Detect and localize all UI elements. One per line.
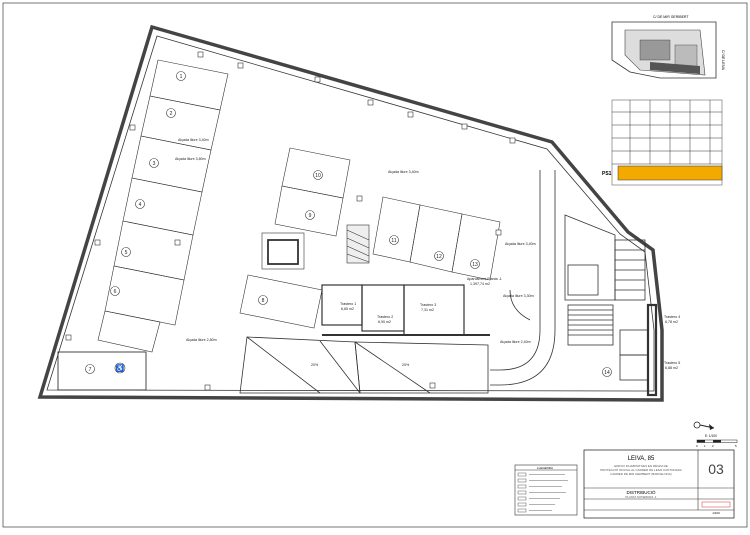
key-plan: C/ DE MIR GERIBERT C/ DE LEIVA — [611, 15, 725, 79]
parking-area-label: Aparcament Planta -1 — [467, 277, 502, 281]
storage-3-area: 7,31 m2 — [421, 308, 434, 312]
legend-heading: LLEGENDA — [537, 466, 553, 470]
storage-2-label: Trastero 2 — [377, 315, 393, 319]
drawing-subtitle: PLANTA SOTERRANI -1 — [626, 495, 657, 499]
basement-level-highlight — [617, 165, 723, 181]
building-section: PS1 — [602, 99, 723, 186]
sheet-number: 03 — [708, 461, 724, 477]
zone-7-height: Alçada lliure 2,40m — [500, 340, 531, 344]
zone-5-height: Alçada lliure 3,30m — [503, 294, 534, 298]
parking-circle-2: 2 — [166, 108, 176, 118]
parking-numbers: 1 2 3 4 5 6 7 8 9 10 11 12 13 14 — [85, 71, 612, 377]
parking-circle-8: 8 — [258, 295, 268, 305]
parking-circle-10: 10 — [313, 170, 323, 180]
zone-1-height: Alçada lliure 3,40m — [178, 138, 209, 142]
zone-3-height: Alçada lliure 3,40m — [388, 170, 419, 174]
parking-circle-13: 13 — [470, 259, 480, 269]
svg-text:7: 7 — [89, 367, 92, 373]
storage-1-area: 6,65 m2 — [341, 307, 354, 311]
drawing-title: DISTRIBUCIÓ — [626, 489, 656, 495]
storage-4-area: 6,78 m2 — [665, 320, 678, 324]
svg-text:12: 12 — [436, 254, 442, 260]
svg-text:E: 1/100: E: 1/100 — [705, 434, 717, 438]
section-level-label: PS1 — [602, 171, 612, 177]
svg-text:0: 0 — [696, 444, 698, 448]
svg-text:13: 13 — [472, 262, 478, 268]
storage-1-label: Trastero 1 — [340, 302, 356, 306]
svg-text:2: 2 — [712, 444, 714, 448]
parking-circle-11: 11 — [389, 235, 399, 245]
svg-text:4: 4 — [139, 202, 142, 208]
storage-4-label: Trastero 4 — [664, 315, 680, 319]
drawing-scale: 1/100 — [712, 511, 720, 515]
key-plan-street-top: C/ DE MIR GERIBERT — [653, 15, 689, 19]
svg-text:♿: ♿ — [116, 364, 125, 373]
main-floor-plan — [37, 24, 664, 402]
north-arrow-icon — [693, 421, 715, 430]
svg-text:11: 11 — [391, 238, 396, 244]
storage-3-label: Trastero 3 — [420, 303, 436, 307]
description-line-3: CARRER DE MIR GERIBERT (BARCELONA) — [610, 472, 671, 476]
legend-box: LLEGENDA — [514, 464, 578, 516]
parking-circle-4: 4 — [135, 199, 145, 209]
svg-text:5: 5 — [735, 444, 737, 448]
storage-5-label: Trastero 5 — [664, 361, 680, 365]
room-labels: Alçada lliure 3,40m Alçada lliure 3,80m … — [175, 138, 680, 370]
parking-circle-5: 5 — [121, 247, 131, 257]
storage-5-area: 6,88 m2 — [665, 366, 678, 370]
svg-text:5: 5 — [125, 250, 128, 256]
parking-circle-3: 3 — [149, 158, 159, 168]
storage-2-area: 6,90 m2 — [378, 320, 391, 324]
description-line-1: EDIFICI D'HABITATGES EN RÈGIM DE — [614, 463, 667, 468]
sheet-border — [2, 2, 748, 528]
parking-circle-7: 7 — [85, 364, 95, 374]
stamp-icon — [701, 501, 731, 508]
wheelchair-icon: ♿ — [114, 362, 126, 374]
ramp-1-slope: 20% — [311, 363, 319, 367]
svg-text:6: 6 — [114, 289, 117, 295]
svg-text:1: 1 — [704, 444, 706, 448]
scale-bar: E: 1/100 0 1 2 5 — [696, 434, 738, 448]
zone-6-height: Alçada lliure 2,80m — [186, 338, 217, 342]
svg-text:10: 10 — [315, 173, 321, 179]
parking-circle-12: 12 — [434, 251, 444, 261]
parking-circle-14: 14 — [602, 367, 612, 377]
description-line-2: PROTECCIÓ OFICIAL AL CARRER DE LEIVA CAN… — [600, 467, 682, 472]
title-block: LEIVA, 85 EDIFICI D'HABITATGES EN RÈGIM … — [583, 449, 735, 519]
zone-4-height: Alçada lliure 3,40m — [505, 242, 536, 246]
key-plan-street-right: C/ DE LEIVA — [721, 50, 725, 71]
zone-2-height: Alçada lliure 3,80m — [175, 157, 206, 161]
svg-text:3: 3 — [153, 161, 156, 167]
svg-text:2: 2 — [170, 111, 173, 117]
svg-text:9: 9 — [309, 213, 312, 219]
project-name: LEIVA, 85 — [628, 456, 655, 462]
parking-area-value: 1.397,74 m2 — [470, 282, 490, 286]
svg-text:8: 8 — [262, 298, 265, 304]
parking-circle-6: 6 — [110, 286, 120, 296]
parking-circle-1: 1 — [176, 71, 186, 81]
svg-text:14: 14 — [604, 370, 610, 376]
ramp-2-slope: 20% — [402, 363, 410, 367]
svg-text:1: 1 — [180, 74, 183, 80]
parking-circle-9: 9 — [305, 210, 315, 220]
